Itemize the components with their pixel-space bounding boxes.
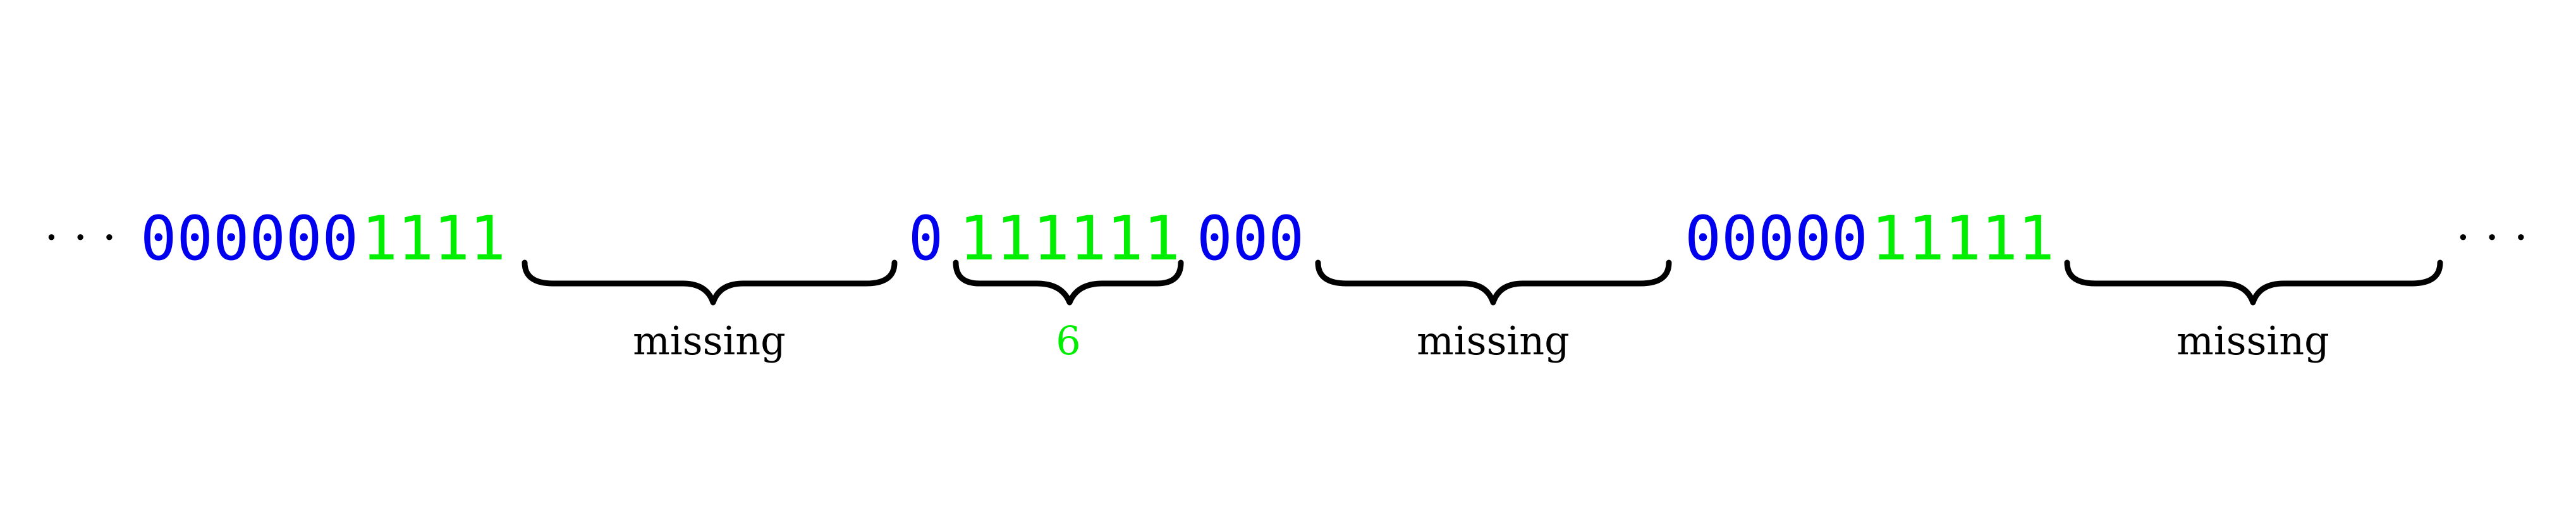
gap2-label: missing: [1417, 318, 1570, 364]
block1-ones: 1111: [362, 203, 506, 274]
trailing-ellipsis: · · ·: [2456, 211, 2528, 264]
gap2-brace: [1315, 259, 1672, 306]
block1-zeros: 000000: [140, 203, 358, 274]
block2-zeros: 000: [1197, 203, 1304, 274]
gap3-brace: [2064, 259, 2443, 306]
block2-ones: 111111: [959, 203, 1180, 274]
block2-ones-brace: [953, 259, 1184, 306]
block2-zero: 0: [908, 203, 943, 274]
gap1-brace: [522, 259, 898, 306]
gap3-label: missing: [2176, 318, 2329, 364]
block3-ones: 11111: [1871, 203, 2054, 274]
gap1-label: missing: [633, 318, 786, 364]
block2-ones-count: 6: [1056, 318, 1080, 364]
block3-zeros: 00000: [1685, 203, 1868, 274]
leading-ellipsis: · · ·: [44, 211, 116, 264]
